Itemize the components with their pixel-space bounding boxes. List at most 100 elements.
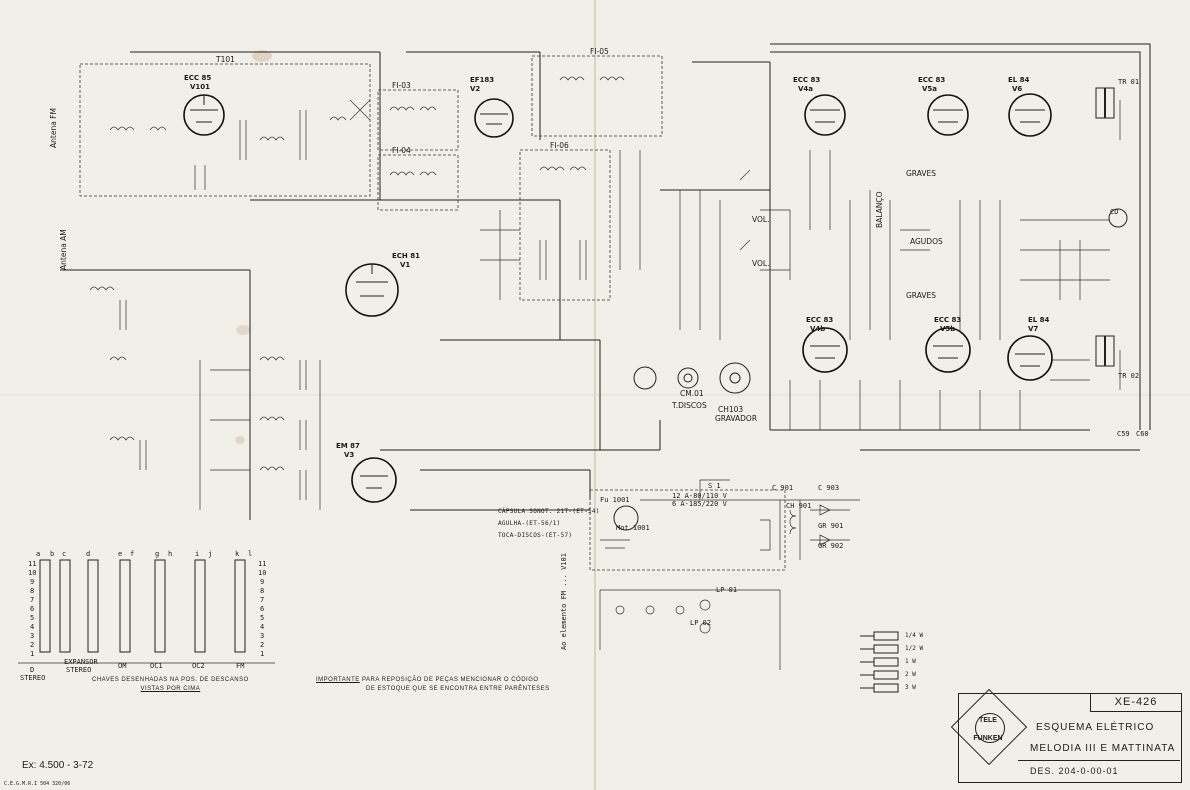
label-graves-r: GRAVES [906,291,936,300]
label-tube-v3-type: EM 87 [336,442,360,450]
jack-tdiscos [677,367,699,389]
if-components [389,76,641,300]
sw-num: 7 [30,596,34,604]
label-graves-l: GRAVES [906,169,936,178]
power-box [589,489,786,571]
audio-wiring [679,100,1121,430]
rf-tuner-box [79,63,371,197]
label-t101: T101 [215,55,235,64]
cartridge-socket [613,505,639,531]
important-heading: IMPORTANTE [316,677,360,683]
sw-col-a: a [36,550,40,558]
important-note: IMPORTANTE PARA REPOSIÇÃO DE PEÇAS MENCI… [316,676,550,694]
sw-num: 8 [30,587,34,595]
sw-num: 1 [30,650,34,658]
sw-label-d: D [30,666,34,674]
label-tube-v101-ref: V101 [190,83,210,91]
sw-num: 11 [28,560,36,568]
label-tr02: TR 02 [1118,372,1139,380]
sw-num: 10 [28,569,36,577]
brand-line1: TELE [979,717,997,724]
label-tube-v4a-ref: V4a [798,85,813,93]
sw-num: 1 [260,650,264,658]
document-title-line2: MELODIA III E MATTINATA [1030,743,1176,754]
document-title-line1: ESQUEMA ELÉTRICO [1036,722,1155,733]
if-box-fi03 [377,89,459,151]
label-tube-v3-ref: V3 [344,451,354,459]
label-tube-v1-type: ECH 81 [392,252,420,260]
label-vol-l: VOL. [752,215,769,224]
label-tube-v5b-ref: V5b [940,325,955,333]
if-box-fi05 [531,55,663,137]
print-run: Ex: 4.500 - 3-72 [22,760,94,771]
label-balanco: BALANÇO [875,191,884,228]
sw-col-f: f [130,550,134,558]
label-ch901: CH 901 [786,502,811,510]
power-supply [599,479,860,670]
sw-num: 2 [30,641,34,649]
label-fuse-note2: 6 A-185/220 V [672,500,728,508]
label-tr01: TR 01 [1118,78,1139,86]
label-gravador: GRAVADOR [715,414,757,423]
label-tube-v5a-ref: V5a [922,85,937,93]
rf-components [89,99,371,510]
cartridge-line3: TOCA-DISCOS-(ET-57) [498,532,573,539]
wattage-legend-symbols [860,631,899,693]
sw-num: 9 [30,578,34,586]
sw-label-expansor: EXPANSOR [64,658,99,666]
label-tube-v5b-type: ECC 83 [934,316,961,324]
output-transformer-2 [1095,335,1115,367]
label-tube-v2-type: EF183 [470,76,494,84]
switch-chart-notes: CHAVES DESENHADAS NA POS. DE DESCANSO VI… [92,676,249,694]
label-gr902: GR 902 [818,542,843,550]
tube-v6 [1008,93,1052,137]
sw-col-i: i [195,550,199,558]
wattage-half: 1/2 W [905,645,924,652]
label-fuse-note: 12 A-80/110 V [672,492,728,500]
b-plus-bus [60,43,1151,520]
wattage-1w: 1 W [905,658,916,665]
sw-num: 11 [258,560,266,568]
label-antenna-am: Antena AM [59,229,68,270]
sw-col-b: b [50,550,54,558]
sw-row-numbers-right: 11 10 9 8 7 6 5 4 3 2 1 [258,560,266,658]
wattage-2w: 2 W [905,671,916,678]
tube-v4a [804,94,846,136]
cartridge-line2: AGULHA-(ET-56/1) [498,520,561,527]
telefunken-star-icon [975,713,1005,743]
sw-label-oc2: OC2 [192,662,205,670]
sw-num: 2 [260,641,264,649]
label-gr901: GR 901 [818,522,843,530]
title-divider [1018,760,1180,761]
label-antenna-fm: Antena FM [49,108,58,148]
tube-v101 [183,94,225,136]
sw-num: 5 [260,614,264,622]
important-line1: PARA REPOSIÇÃO DE PEÇAS MENCIONAR O CÓDI… [361,677,539,683]
label-tube-v101-type: ECC 85 [184,74,211,82]
sw-col-e: e [118,550,122,558]
label-fi03: FI-03 [392,81,411,90]
sw-num: 4 [260,623,264,631]
label-tube-v1-ref: V1 [400,261,410,269]
sw-num: 3 [30,632,34,640]
sw-col-h: h [168,550,172,558]
label-c59: C59 [1117,430,1130,438]
label-c901: C 901 [772,484,793,492]
important-line2: DE ESTOQUE QUE SE ENCONTRA ENTRE PARÊNTE… [366,686,550,692]
switch-chart-note1: CHAVES DESENHADAS NA POS. DE DESCANSO [92,677,249,683]
label-fi04: FI-04 [392,146,411,155]
sw-col-g: g [155,550,159,558]
jack-gravador [719,362,751,394]
sw-num: 3 [260,632,264,640]
label-tube-v7-ref: V7 [1028,325,1038,333]
tube-v2 [474,98,514,138]
label-tube-v7-type: EL 84 [1028,316,1050,324]
label-c60: C60 [1136,430,1149,438]
label-tube-v6-ref: V6 [1012,85,1022,93]
label-lp01: LP 01 [716,586,737,594]
if-box-fi06 [519,149,611,301]
label-tube-v4b-ref: V4b [810,325,825,333]
label-fu: Fu 1001 [600,496,630,504]
label-fm-note: Ao elemento FM ... V101 [560,553,568,650]
